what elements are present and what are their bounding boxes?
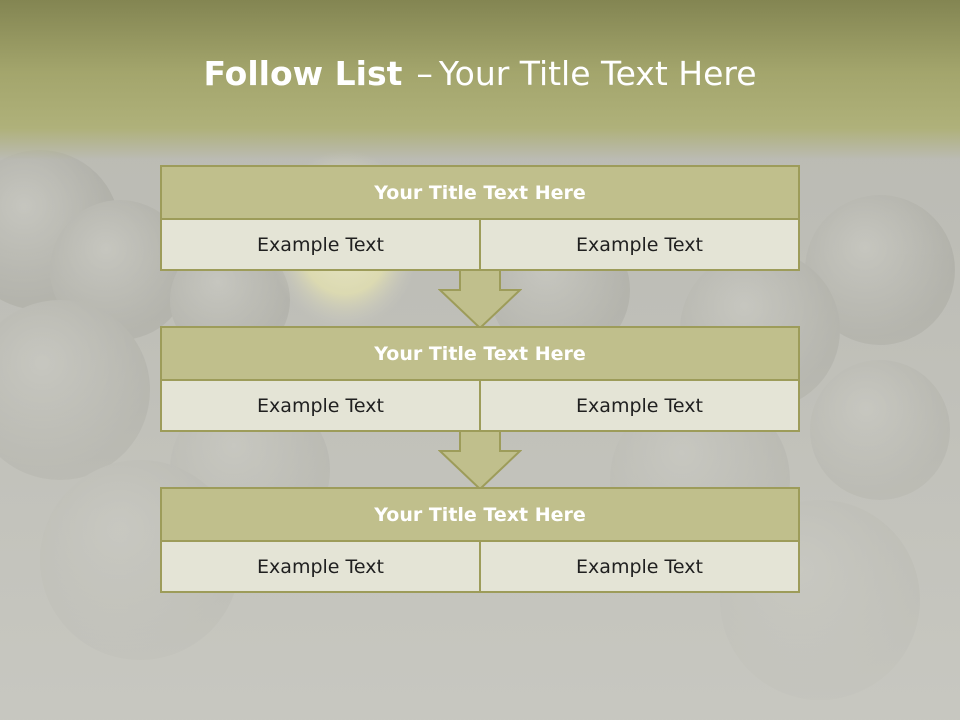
title-separator: –: [416, 54, 433, 93]
step-row: Example Text Example Text: [160, 381, 800, 432]
title-subtext: Your Title Text Here: [438, 54, 757, 93]
title-bar: [0, 0, 960, 160]
step-cell-left: Example Text: [160, 220, 481, 271]
down-arrow-icon: [438, 270, 522, 330]
step-title: Your Title Text Here: [160, 326, 800, 381]
step-box-2: Your Title Text Here Example Text Exampl…: [160, 326, 800, 432]
step-cell-left: Example Text: [160, 542, 481, 593]
step-cell-right: Example Text: [481, 542, 800, 593]
title-bold-text: Follow List: [203, 54, 403, 93]
step-row: Example Text Example Text: [160, 220, 800, 271]
step-box-3: Your Title Text Here Example Text Exampl…: [160, 487, 800, 593]
step-cell-right: Example Text: [481, 220, 800, 271]
step-row: Example Text Example Text: [160, 542, 800, 593]
step-cell-right: Example Text: [481, 381, 800, 432]
slide-title: Follow List–Your Title Text Here: [0, 54, 960, 93]
step-box-1: Your Title Text Here Example Text Exampl…: [160, 165, 800, 271]
down-arrow-icon: [438, 431, 522, 491]
step-title: Your Title Text Here: [160, 487, 800, 542]
step-title: Your Title Text Here: [160, 165, 800, 220]
step-cell-left: Example Text: [160, 381, 481, 432]
